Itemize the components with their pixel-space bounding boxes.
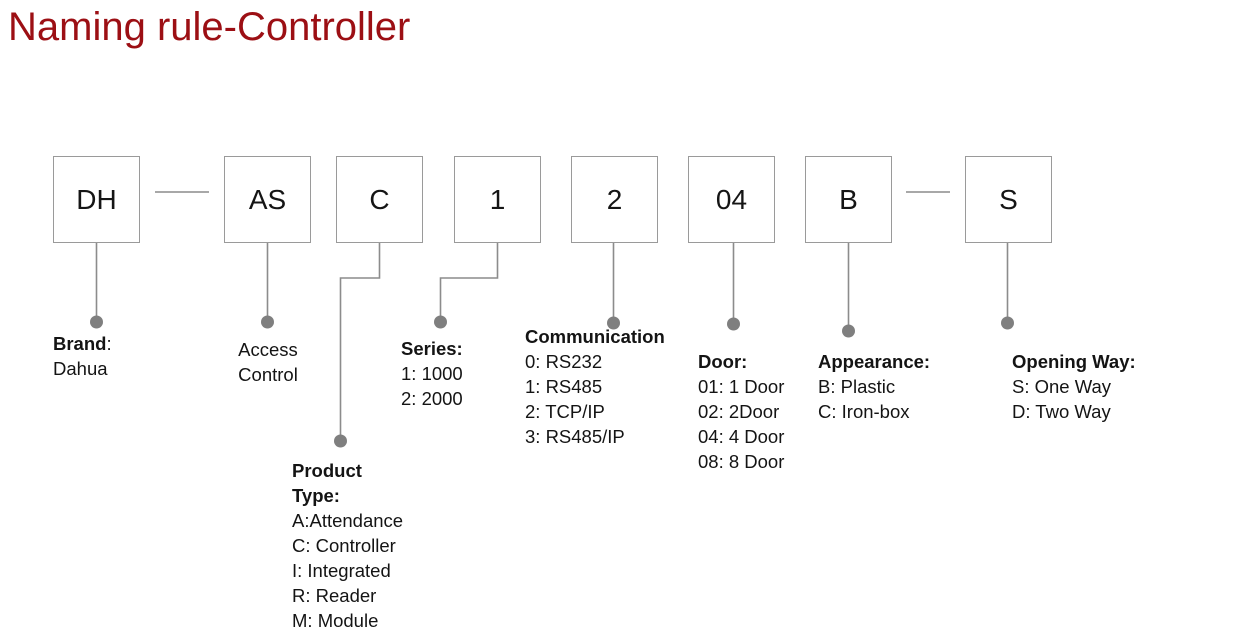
caption-door-item-2: 04: 4 Door: [698, 426, 785, 447]
code-box-brand: DH: [53, 156, 140, 243]
caption-access-control: Access Control: [238, 337, 298, 387]
caption-appearance-item-0: B: Plastic: [818, 376, 896, 397]
caption-product-type-item-1: C: Controller: [292, 535, 396, 556]
caption-opening-way-heading: Opening Way: [1012, 351, 1130, 372]
caption-access-control-item-1: Control: [238, 364, 298, 385]
code-box-series-label: 1: [489, 183, 506, 215]
leader-dot-opening-way: [1001, 316, 1014, 330]
caption-communication-item-1: 1: RS485: [525, 376, 603, 397]
caption-brand-heading: Brand: [53, 333, 107, 354]
caption-product-type-heading-0: Product: [292, 460, 362, 481]
code-box-communication: 2: [571, 156, 658, 243]
caption-product-type-item-4: M: Module: [292, 610, 379, 631]
caption-appearance-heading: Appearance: [818, 351, 924, 372]
code-box-opening-way-label: S: [999, 183, 1018, 215]
code-box-access-label: AS: [248, 183, 287, 215]
leader-dot-access: [261, 315, 274, 329]
caption-product-type-heading-1: Type:: [292, 485, 340, 506]
caption-door: Door: 01: 1 Door 02: 2Door 04: 4 Door 08…: [698, 349, 784, 474]
caption-series-heading-suffix: :: [456, 338, 463, 359]
caption-product-type-item-3: R: Reader: [292, 585, 377, 606]
caption-series-heading: Series: [401, 338, 457, 359]
leader-dot-product-type: [334, 434, 347, 448]
caption-opening-way-item-0: S: One Way: [1012, 376, 1112, 397]
caption-appearance-heading-suffix: :: [923, 351, 931, 372]
code-box-series: 1: [454, 156, 541, 243]
caption-access-control-item-0: Access: [238, 339, 298, 360]
caption-product-type: Product Type: A:Attendance C: Controller…: [292, 458, 403, 633]
code-box-door: 04: [688, 156, 775, 243]
leader-product-type: [339, 243, 381, 437]
code-box-access: AS: [224, 156, 311, 243]
caption-door-item-1: 02: 2Door: [698, 401, 780, 422]
caption-communication-item-2: 2: TCP/IP: [525, 401, 605, 422]
caption-series-item-0: 1: 1000: [401, 363, 463, 384]
code-box-appearance: B: [805, 156, 892, 243]
leader-dot-series: [434, 315, 447, 329]
caption-series-item-1: 2: 2000: [401, 388, 463, 409]
leader-dot-door: [727, 317, 740, 331]
code-box-product-type-label: C: [369, 183, 390, 215]
caption-door-item-3: 08: 8 Door: [698, 451, 785, 472]
caption-product-type-item-0: A:Attendance: [292, 510, 404, 531]
caption-communication-item-0: 0: RS232: [525, 351, 603, 372]
leader-series: [439, 243, 499, 318]
caption-series: Series: 1: 1000 2: 2000: [401, 336, 463, 411]
caption-door-heading: Door: [698, 351, 742, 372]
code-box-opening-way: S: [965, 156, 1052, 243]
caption-appearance-item-1: C: Iron-box: [818, 401, 910, 422]
caption-brand-item-0: Dahua: [53, 358, 108, 379]
caption-brand-heading-suffix: :: [106, 333, 112, 354]
code-box-communication-label: 2: [606, 183, 623, 215]
leader-dot-brand: [90, 315, 103, 329]
caption-opening-way-heading-suffix: :: [1129, 351, 1136, 372]
code-box-appearance-label: B: [839, 183, 858, 215]
caption-opening-way: Opening Way: S: One Way D: Two Way: [1012, 349, 1136, 424]
caption-brand: Brand: Dahua: [53, 331, 112, 381]
caption-opening-way-item-1: D: Two Way: [1012, 401, 1111, 422]
caption-communication-item-3: 3: RS485/IP: [525, 426, 625, 447]
code-box-product-type: C: [336, 156, 423, 243]
caption-door-heading-suffix: :: [741, 351, 748, 372]
caption-communication: Communication 0: RS232 1: RS485 2: TCP/I…: [525, 324, 665, 449]
code-box-brand-label: DH: [76, 183, 117, 215]
page-title: Naming rule-Controller: [8, 5, 411, 49]
code-box-door-label: 04: [715, 183, 748, 215]
caption-door-item-0: 01: 1 Door: [698, 376, 785, 397]
leader-dot-appearance: [842, 324, 855, 338]
caption-product-type-item-2: I: Integrated: [292, 560, 391, 581]
caption-appearance: Appearance: B: Plastic C: Iron-box: [818, 349, 930, 424]
caption-communication-heading: Communication: [525, 326, 665, 347]
